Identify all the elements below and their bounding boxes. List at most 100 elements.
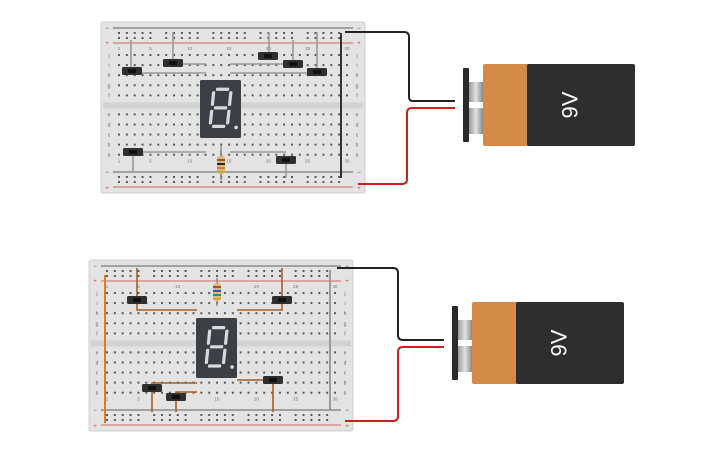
terminal-hole[interactable] [294, 371, 297, 374]
terminal-hole[interactable] [168, 312, 171, 315]
terminal-hole[interactable] [306, 133, 309, 136]
terminal-hole[interactable] [263, 332, 266, 335]
terminal-hole[interactable] [326, 322, 329, 325]
terminal-hole[interactable] [133, 143, 136, 146]
terminal-hole[interactable] [137, 381, 140, 384]
terminal-hole[interactable] [263, 351, 266, 354]
rail-hole[interactable] [235, 32, 238, 34]
rail-hole[interactable] [121, 414, 124, 416]
terminal-hole[interactable] [239, 312, 242, 315]
terminal-hole[interactable] [125, 74, 128, 77]
terminal-hole[interactable] [161, 312, 164, 315]
terminal-hole[interactable] [157, 64, 160, 67]
terminal-hole[interactable] [290, 54, 293, 56]
rail-hole[interactable] [208, 270, 211, 272]
rail-hole[interactable] [153, 419, 156, 421]
rail-hole[interactable] [212, 181, 215, 183]
terminal-hole[interactable] [259, 123, 262, 126]
terminal-hole[interactable] [322, 133, 325, 136]
terminal-hole[interactable] [113, 332, 116, 335]
terminal-hole[interactable] [255, 391, 258, 394]
terminal-hole[interactable] [255, 302, 258, 305]
rail-hole[interactable] [129, 275, 132, 277]
terminal-hole[interactable] [318, 312, 321, 315]
terminal-hole[interactable] [121, 371, 124, 374]
terminal-hole[interactable] [125, 113, 128, 116]
terminal-hole[interactable] [184, 371, 187, 374]
terminal-hole[interactable] [204, 153, 207, 156]
rail-hole[interactable] [235, 181, 238, 183]
terminal-hole[interactable] [334, 332, 336, 335]
rail-hole[interactable] [278, 414, 281, 416]
terminal-hole[interactable] [302, 371, 305, 374]
rail-hole[interactable] [302, 270, 305, 272]
terminal-hole[interactable] [118, 153, 120, 156]
pushbutton[interactable] [163, 59, 183, 67]
rail-hole[interactable] [137, 270, 140, 272]
terminal-hole[interactable] [294, 302, 297, 305]
terminal-hole[interactable] [129, 312, 132, 315]
terminal-hole[interactable] [326, 391, 329, 394]
terminal-hole[interactable] [255, 312, 258, 315]
terminal-hole[interactable] [286, 391, 289, 394]
terminal-hole[interactable] [165, 153, 168, 156]
terminal-hole[interactable] [137, 361, 140, 364]
wire-black-lead[interactable] [345, 31, 455, 102]
terminal-hole[interactable] [149, 153, 152, 156]
rail-hole[interactable] [125, 181, 128, 183]
terminal-hole[interactable] [302, 361, 305, 364]
terminal-hole[interactable] [161, 361, 164, 364]
terminal-hole[interactable] [231, 302, 234, 305]
terminal-hole[interactable] [334, 361, 336, 364]
terminal-hole[interactable] [141, 143, 144, 146]
terminal-hole[interactable] [314, 123, 317, 126]
terminal-hole[interactable] [223, 391, 226, 394]
terminal-hole[interactable] [223, 302, 226, 305]
terminal-hole[interactable] [271, 292, 274, 294]
terminal-hole[interactable] [322, 113, 325, 116]
terminal-hole[interactable] [113, 371, 116, 374]
terminal-hole[interactable] [310, 292, 313, 294]
terminal-hole[interactable] [157, 153, 160, 156]
terminal-hole[interactable] [259, 64, 262, 67]
rail-hole[interactable] [228, 176, 231, 178]
terminal-hole[interactable] [184, 302, 187, 305]
rail-hole[interactable] [271, 414, 274, 416]
terminal-hole[interactable] [346, 94, 348, 97]
terminal-hole[interactable] [267, 133, 270, 136]
terminal-hole[interactable] [318, 371, 321, 374]
rail-hole[interactable] [184, 414, 187, 416]
rail-hole[interactable] [173, 37, 176, 39]
terminal-hole[interactable] [200, 292, 203, 294]
terminal-hole[interactable] [247, 332, 250, 335]
battery-terminal-positive[interactable] [469, 108, 483, 134]
terminal-hole[interactable] [338, 94, 341, 97]
pushbutton[interactable] [127, 296, 147, 304]
terminal-hole[interactable] [141, 94, 144, 97]
rail-hole[interactable] [294, 270, 297, 272]
rail-hole[interactable] [322, 37, 325, 39]
rail-hole[interactable] [278, 270, 281, 272]
terminal-hole[interactable] [106, 361, 108, 364]
terminal-hole[interactable] [235, 74, 238, 77]
terminal-hole[interactable] [129, 292, 132, 294]
rail-hole[interactable] [129, 270, 132, 272]
rail-hole[interactable] [275, 181, 278, 183]
rail-hole[interactable] [302, 275, 305, 277]
terminal-hole[interactable] [247, 312, 250, 315]
rail-hole[interactable] [259, 32, 262, 34]
terminal-hole[interactable] [318, 302, 321, 305]
terminal-hole[interactable] [165, 113, 168, 116]
terminal-hole[interactable] [121, 312, 124, 315]
terminal-hole[interactable] [192, 292, 195, 294]
terminal-hole[interactable] [326, 361, 329, 364]
terminal-hole[interactable] [196, 133, 199, 136]
terminal-hole[interactable] [176, 302, 179, 305]
rail-hole[interactable] [228, 37, 231, 39]
terminal-hole[interactable] [263, 302, 266, 305]
terminal-hole[interactable] [338, 153, 341, 156]
terminal-hole[interactable] [278, 312, 281, 315]
terminal-hole[interactable] [133, 64, 136, 67]
terminal-hole[interactable] [125, 123, 128, 126]
rail-hole[interactable] [188, 176, 191, 178]
